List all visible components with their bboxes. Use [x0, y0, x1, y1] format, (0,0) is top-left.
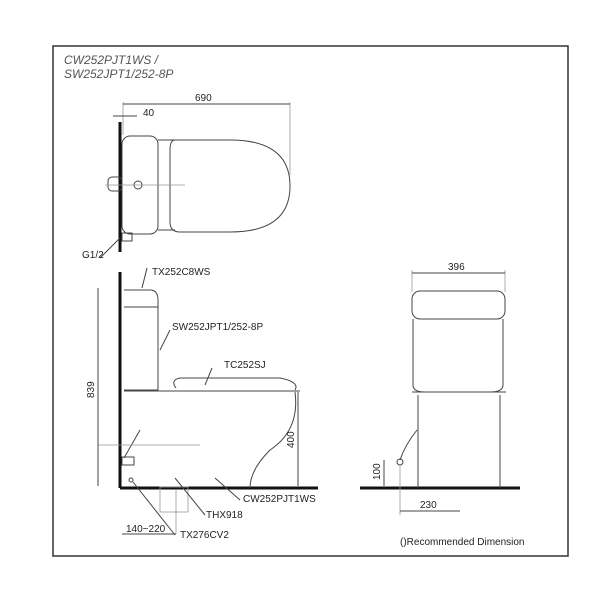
side-view: 839 400 TX252C8WS SW252JPT1/252-8P TC252…	[86, 267, 318, 541]
label-g12: G1/2	[82, 250, 104, 261]
label-sw252jpt1: SW252JPT1/252-8P	[172, 322, 263, 333]
dim-230: 230	[420, 500, 437, 511]
dim-396: 396	[448, 262, 465, 273]
label-tc252sj: TC252SJ	[224, 360, 266, 371]
title-line-2: SW252JPT1/252-8P	[64, 67, 173, 81]
front-view: 396 100 230	[360, 262, 520, 515]
label-cw252pjt1ws: CW252PJT1WS	[243, 494, 316, 505]
label-tx276cv2: TX276CV2	[180, 530, 229, 541]
label-thx918: THX918	[206, 510, 243, 521]
top-view: 690 40 G1/2	[82, 93, 291, 261]
dim-40: 40	[143, 108, 155, 119]
dim-400: 400	[286, 431, 297, 448]
title-line-1: CW252PJT1WS /	[64, 53, 160, 67]
dim-839: 839	[86, 381, 97, 398]
footnote: ()Recommended Dimension	[400, 537, 525, 548]
frame	[52, 45, 569, 557]
dim-100: 100	[372, 463, 383, 480]
dim-690: 690	[195, 93, 212, 104]
dim-140-220: 140~220	[126, 524, 166, 535]
label-tx252c8ws: TX252C8WS	[152, 267, 211, 278]
